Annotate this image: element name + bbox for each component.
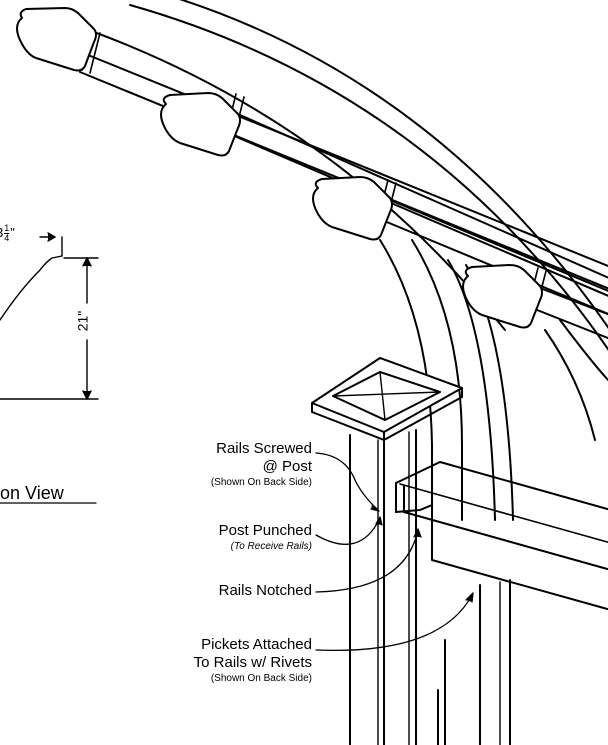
callout-rails-notched: Rails Notched: [219, 582, 312, 600]
purlin-1: [16, 7, 608, 290]
callout-post-punched-note: (To Receive Rails): [230, 541, 312, 552]
offset-unit: ": [10, 224, 15, 240]
callout-pickets-attached-line1: Pickets Attached: [201, 636, 312, 653]
callout-rails-notched-line1: Rails Notched: [218, 582, 312, 599]
elevation-dimensions: [0, 232, 99, 504]
callout-rails-screwed-line2: @ Post: [262, 458, 312, 475]
callout-pickets-attached-note: (Shown On Back Side): [210, 673, 312, 684]
height-dimension-label: 21": [74, 310, 91, 332]
arch-rib-inner: [447, 259, 496, 521]
callout-rails-screwed: Rails Screwed @ Post (Shown On Back Side…: [211, 440, 312, 489]
callout-pickets-attached: Pickets Attached To Rails w/ Rivets (Sho…: [194, 636, 312, 685]
callout-pickets-attached-line2: To Rails w/ Rivets: [193, 654, 312, 671]
offset-numerator: 1: [4, 223, 10, 234]
purlin-2: [160, 92, 608, 297]
callout-post-punched: Post Punched (To Receive Rails): [219, 522, 312, 553]
offset-denominator: 4: [4, 233, 10, 243]
purlin-4: [462, 264, 608, 340]
offset-dimension-label: 314": [0, 224, 15, 243]
callout-rails-screwed-line1: Rails Screwed: [216, 440, 312, 457]
callout-rails-screwed-note: (Shown On Back Side): [210, 477, 312, 488]
callout-post-punched-line1: Post Punched: [218, 522, 312, 539]
leader-lines: [315, 452, 474, 652]
purlin-3: [312, 176, 608, 315]
post: [311, 357, 463, 745]
view-title: on View: [0, 483, 64, 503]
offset-whole: 3: [0, 225, 3, 240]
top-rail: [395, 461, 608, 611]
